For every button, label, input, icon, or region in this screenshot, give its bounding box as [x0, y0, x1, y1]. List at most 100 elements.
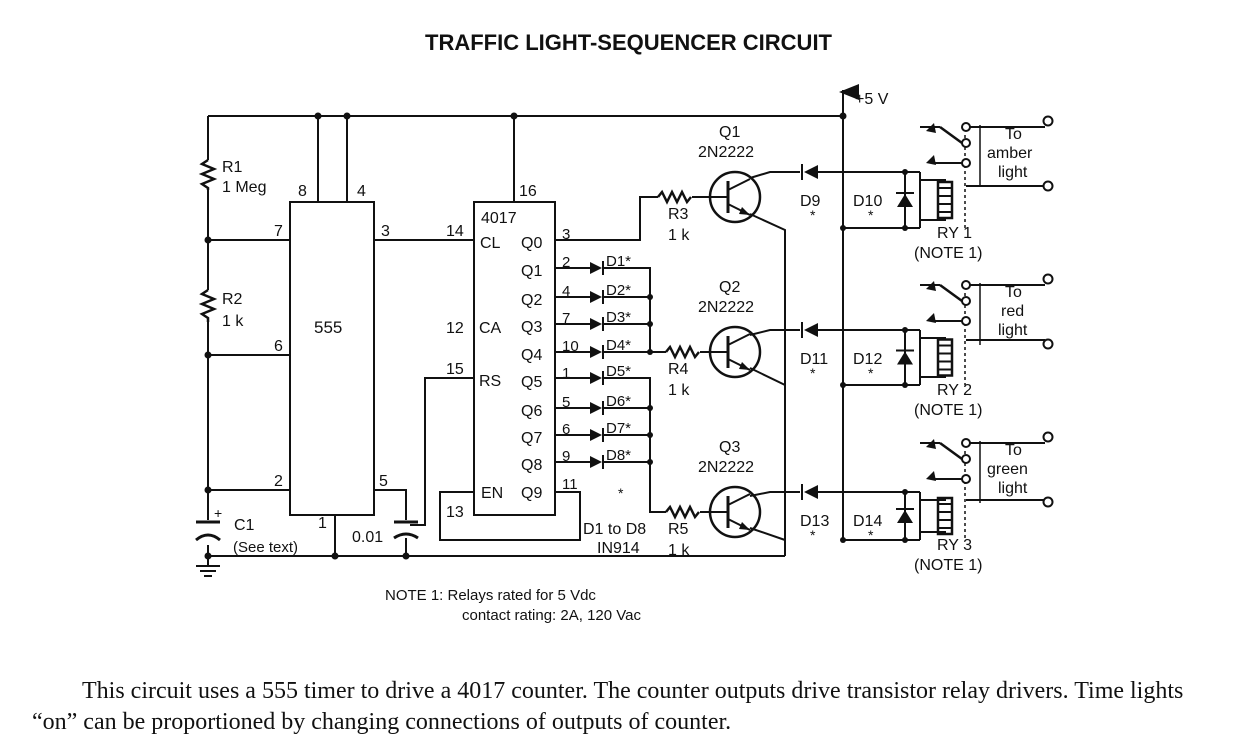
counter-output-q0: Q0	[521, 235, 542, 252]
counter-output-q2: Q2	[521, 292, 542, 309]
r2-name: R2	[222, 291, 243, 308]
output-color: green	[987, 461, 1028, 478]
counter-output-pin-11: 11	[562, 476, 578, 493]
ground-icon	[196, 565, 220, 577]
transistor-name: Q1	[719, 124, 740, 141]
counter-output-pin-4: 4	[562, 283, 570, 300]
diagram-title: TRAFFIC LIGHT-SEQUENCER CIRCUIT	[425, 30, 832, 55]
counter-output-pin-7: 7	[562, 310, 570, 327]
counter-output-q6: Q6	[521, 403, 542, 420]
relay-diode-star: *	[868, 207, 874, 223]
collector-diode-name: D11	[800, 351, 828, 368]
relay-coil-icon	[919, 451, 966, 540]
figure-caption: This circuit uses a 555 timer to drive a…	[32, 676, 1232, 738]
r2-resistor-icon	[198, 288, 218, 322]
diode-1-icon	[590, 261, 604, 275]
transistor-icon	[708, 485, 762, 539]
output-terminal-icon	[1042, 115, 1054, 127]
transistor-icon	[708, 170, 762, 224]
transistor-part: 2N2222	[698, 299, 754, 316]
resistor-name: R5	[668, 521, 689, 538]
transistor-icon	[708, 325, 762, 379]
junction-dots	[204, 112, 908, 560]
counter-output-pin-9: 9	[562, 448, 570, 465]
output-terminal-icon	[1042, 273, 1054, 285]
collector-diode-name: D9	[800, 193, 821, 210]
transistor-part: 2N2222	[698, 144, 754, 161]
output-terminal-icon	[1042, 180, 1054, 192]
logic-diodes: D1*D2*D3*D4*D5*D6*D7*D8*	[590, 253, 631, 469]
relay-name: RY 1	[937, 225, 972, 242]
counter-output-pin-2: 2	[562, 254, 570, 271]
diode-label: D4*	[606, 337, 631, 354]
relay-diode-icon	[896, 192, 914, 207]
relay-contact-icon	[926, 438, 971, 484]
transistor-name: Q2	[719, 279, 740, 296]
resistor-value: 1 k	[668, 382, 690, 399]
resistor-icon	[665, 344, 700, 360]
counter-output-q1: Q1	[521, 263, 542, 280]
counter-pin-14: 14	[446, 223, 464, 240]
output-light: light	[998, 480, 1028, 497]
diode-label: D2*	[606, 282, 631, 299]
c1-capacitor-icon	[195, 520, 221, 542]
counter-output-pin-3: 3	[562, 226, 570, 243]
counter-output-pin-6: 6	[562, 421, 570, 438]
diode-label: D3*	[606, 309, 631, 326]
resistor-name: R4	[668, 361, 689, 378]
diode-label: D1*	[606, 253, 631, 270]
relay-name: RY 3	[937, 537, 972, 554]
r2-value: 1 k	[222, 313, 244, 330]
relay-diode-icon	[896, 349, 914, 365]
timer-pin-6: 6	[274, 338, 283, 355]
relay-diode-name: D12	[853, 351, 882, 368]
output-to: To	[1005, 442, 1022, 459]
timer-pin-1: 1	[318, 515, 327, 532]
c1-name: C1	[234, 517, 255, 534]
resistor-name: R3	[668, 206, 689, 223]
diode-label: D7*	[606, 420, 631, 437]
caption-text: This circuit uses a 555 timer to drive a…	[32, 678, 1184, 735]
counter-label-cl: CL	[480, 235, 501, 252]
counter-output-q9: Q9	[521, 485, 542, 502]
diode-label: D8*	[606, 447, 631, 464]
counter-pin-13: 13	[446, 504, 464, 521]
relay-note: (NOTE 1)	[914, 245, 982, 262]
c2-capacitor-icon	[393, 520, 419, 540]
resistor-icon	[665, 504, 700, 520]
note-line1: NOTE 1: Relays rated for 5 Vdc	[385, 587, 596, 604]
wiring	[207, 90, 1045, 565]
relay-note: (NOTE 1)	[914, 402, 982, 419]
counter-label-ca: CA	[479, 320, 502, 337]
collector-diode-name: D13	[800, 513, 829, 530]
diode-5-icon	[590, 371, 604, 385]
diode-note-line1: D1 to D8	[583, 521, 646, 538]
counter-output-pin-5: 5	[562, 394, 570, 411]
c2-value: 0.01	[352, 529, 383, 546]
c1-note: (See text)	[233, 539, 298, 556]
timer-pin-7: 7	[274, 223, 283, 240]
counter-chip	[473, 201, 556, 516]
counter-output-q7: Q7	[521, 430, 542, 447]
collector-diode-star: *	[810, 527, 816, 543]
circuit-schematic: +5 V R1 1 Meg R2 1 k + C1 (See text) 0.0…	[195, 84, 1054, 624]
resistor-icon	[657, 189, 692, 205]
output-color: amber	[987, 145, 1033, 162]
output-terminal-icon	[1042, 496, 1054, 508]
collector-diode-star: *	[810, 365, 816, 381]
counter-pin-12: 12	[446, 320, 464, 337]
counter-label-en: EN	[481, 485, 503, 502]
collector-diode-icon	[801, 484, 818, 500]
r1-value: 1 Meg	[222, 179, 266, 196]
diode-3-icon	[590, 317, 604, 331]
counter-output-pin-10: 10	[562, 338, 579, 355]
diode-4-icon	[590, 345, 604, 359]
timer-pin-8: 8	[298, 183, 307, 200]
relay-contact-icon	[926, 280, 971, 326]
output-color: red	[1001, 303, 1024, 320]
relay-diode-star: *	[868, 527, 874, 543]
